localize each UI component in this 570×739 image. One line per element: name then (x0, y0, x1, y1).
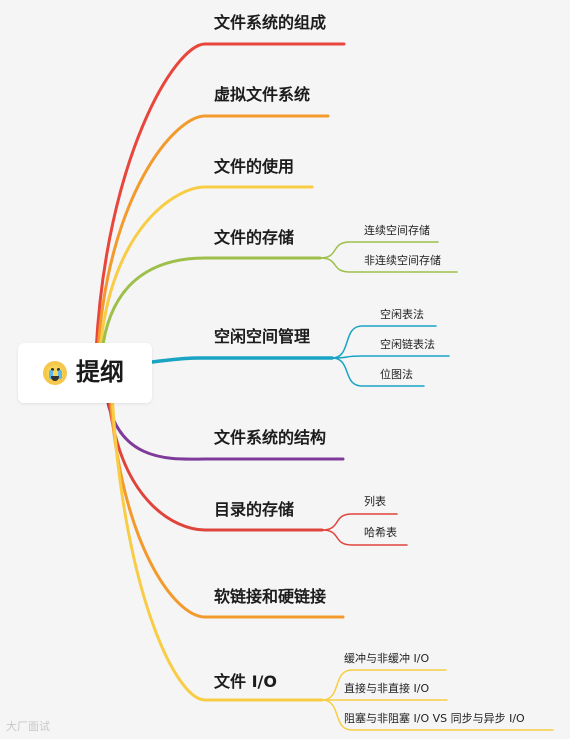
branch-label[interactable]: 软链接和硬链接 (214, 587, 327, 606)
leaf-connector (331, 355, 450, 359)
branch-label[interactable]: 目录的存储 (214, 500, 295, 519)
leaf-label[interactable]: 直接与非直接 I/O (344, 682, 430, 695)
leaf-label[interactable]: 空闲链表法 (380, 338, 435, 351)
leaf-connector (331, 357, 425, 387)
leaf-label[interactable]: 连续空间存储 (364, 224, 430, 237)
branch-connector (96, 114, 330, 354)
branch-label[interactable]: 文件系统的结构 (214, 428, 327, 447)
branch-label[interactable]: 文件的存储 (214, 228, 295, 247)
crying-face-icon (43, 361, 67, 385)
leaf-label[interactable]: 阻塞与非阻塞 I/O VS 同步与异步 I/O (344, 712, 525, 725)
branch-connector (150, 356, 334, 364)
leaf-label[interactable]: 空闲表法 (380, 308, 424, 321)
branch-connector (94, 42, 346, 354)
branch-connector (110, 390, 324, 702)
branch-label[interactable]: 文件的使用 (214, 157, 295, 176)
watermark: 大厂面试 (6, 720, 50, 733)
branch-label[interactable]: 文件系统的组成 (214, 13, 327, 32)
leaf-label[interactable]: 位图法 (380, 368, 413, 381)
leaf-label[interactable]: 列表 (364, 495, 386, 508)
branch-connector (100, 256, 322, 354)
root-title: 提纲 (76, 358, 124, 386)
leaf-connector (321, 669, 447, 701)
leaf-connector (321, 529, 408, 546)
leaf-connector (321, 513, 398, 531)
branch-label[interactable]: 空闲空间管理 (214, 327, 311, 346)
leaf-connector (321, 699, 554, 731)
leaf-connector (319, 241, 439, 259)
branch-connector (98, 185, 314, 354)
leaf-connector (331, 325, 437, 359)
leaf-label[interactable]: 缓冲与非缓冲 I/O (344, 652, 430, 665)
leaf-label[interactable]: 哈希表 (364, 526, 397, 539)
branch-label[interactable]: 虚拟文件系统 (214, 85, 311, 104)
branch-label[interactable]: 文件 I/O (214, 672, 277, 691)
leaf-label[interactable]: 非连续空间存储 (364, 254, 441, 267)
leaf-connector (319, 257, 458, 273)
root-node[interactable]: 提纲 (18, 343, 152, 403)
